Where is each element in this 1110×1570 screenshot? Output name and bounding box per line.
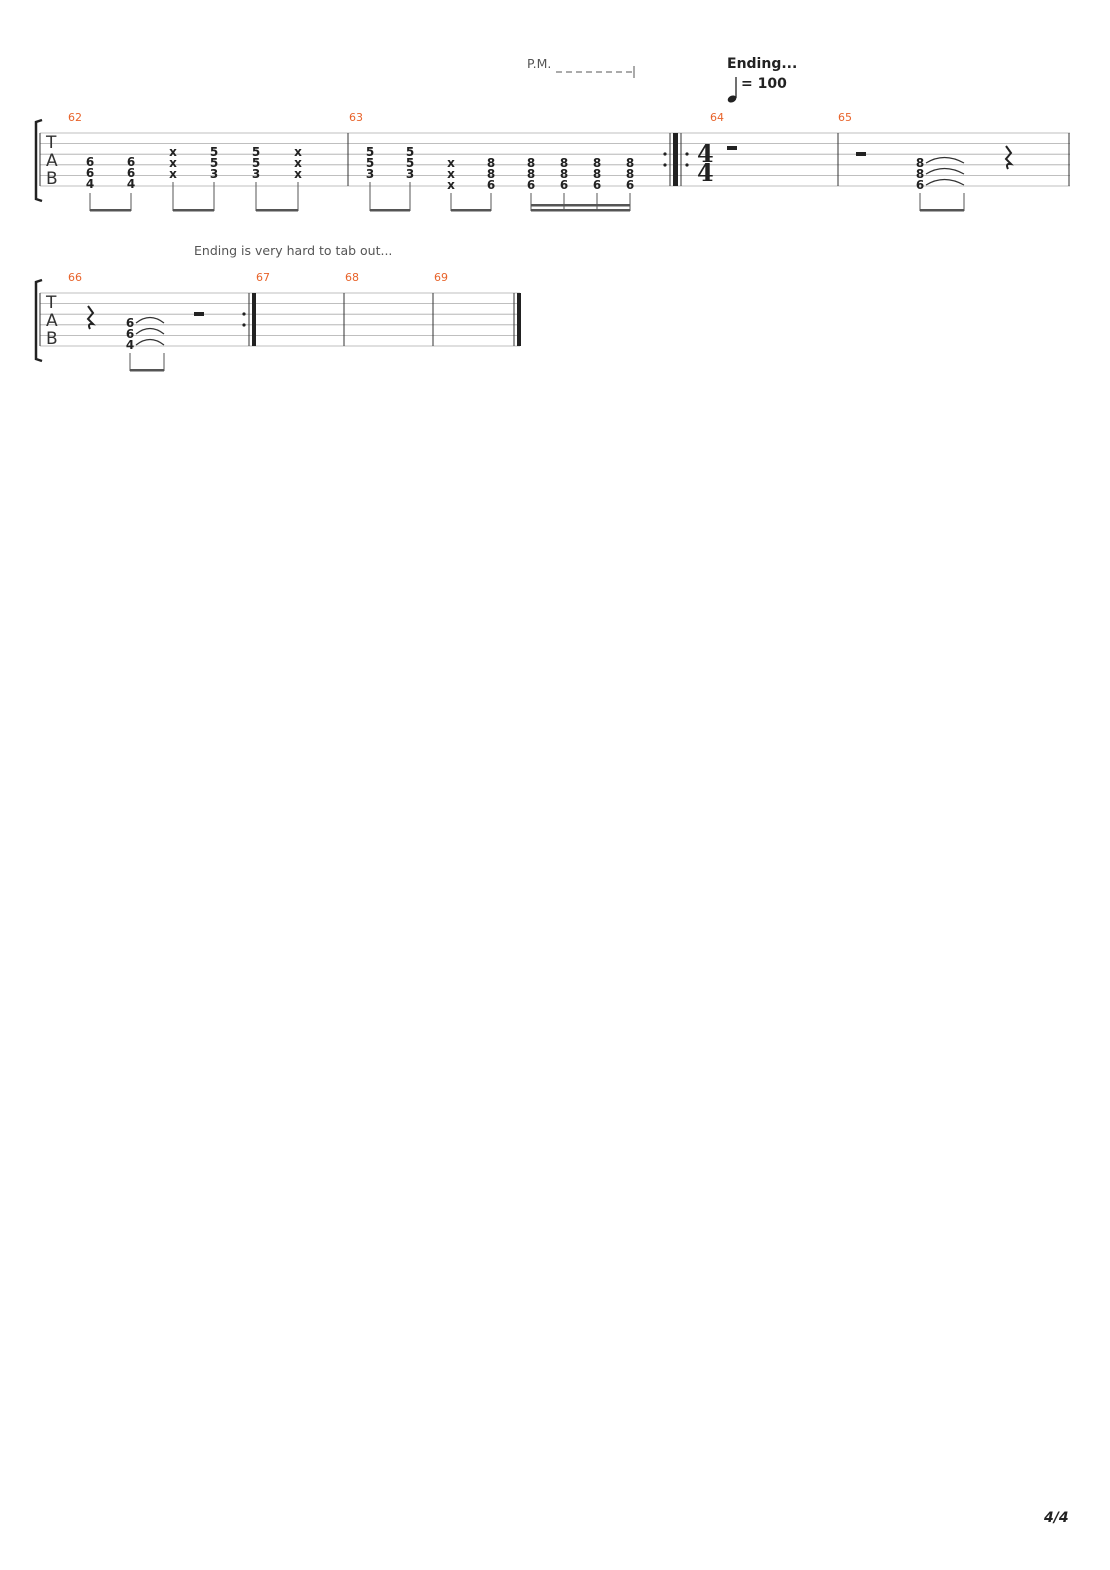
fret-number: 5 bbox=[252, 145, 260, 159]
fret-number: 3 bbox=[252, 167, 260, 181]
fret-number: x bbox=[447, 178, 455, 192]
palm-mute-label: P.M. bbox=[527, 56, 551, 71]
tie-arcs bbox=[135, 316, 165, 346]
fret-number: x bbox=[169, 156, 177, 170]
fret-number: 6 bbox=[527, 178, 535, 192]
rhythm-beams bbox=[89, 182, 299, 211]
fret-number: x bbox=[294, 145, 302, 159]
measure-62: 6 6 4 6 6 4 x x x 5 5 3 5 5 3 x x x bbox=[86, 145, 302, 212]
fret-number: 8 bbox=[593, 167, 601, 181]
system-bracket bbox=[34, 118, 43, 203]
fret-number: 6 bbox=[126, 316, 134, 330]
measure-number-66: 66 bbox=[68, 271, 82, 284]
tab-clef-b: B bbox=[46, 329, 58, 349]
half-rest-icon bbox=[856, 152, 866, 156]
fret-number: 3 bbox=[366, 167, 374, 181]
time-signature-top: 4 bbox=[697, 139, 714, 168]
repeat-end-barline bbox=[663, 133, 678, 186]
fret-number: 6 bbox=[126, 327, 134, 341]
system-bracket bbox=[34, 278, 43, 363]
quarter-note-icon bbox=[727, 77, 737, 103]
fret-number: x bbox=[294, 156, 302, 170]
fret-number: 4 bbox=[127, 177, 135, 191]
fret-number: 4 bbox=[86, 177, 94, 191]
tab-clef-a: A bbox=[46, 311, 58, 331]
fret-number: 5 bbox=[366, 145, 374, 159]
rhythm-beams bbox=[369, 182, 631, 211]
fret-number: 8 bbox=[916, 167, 924, 181]
fret-number: 8 bbox=[560, 167, 568, 181]
fret-number: 8 bbox=[487, 156, 495, 170]
fret-number: 4 bbox=[126, 338, 134, 352]
quarter-rest-icon bbox=[86, 305, 96, 330]
fret-number: 6 bbox=[487, 178, 495, 192]
measure-66: 6 6 4 bbox=[86, 305, 204, 372]
fret-number: 8 bbox=[487, 167, 495, 181]
half-rest-icon bbox=[194, 312, 204, 316]
quarter-rest-icon bbox=[1004, 145, 1014, 170]
measure-number-67: 67 bbox=[256, 271, 270, 284]
measure-number-64: 64 bbox=[710, 111, 724, 124]
system-1: T A B 62 63 64 65 P.M. Ending... = 100 bbox=[34, 56, 1070, 212]
fret-number: 6 bbox=[86, 166, 94, 180]
fret-number: 6 bbox=[127, 155, 135, 169]
fret-number: 8 bbox=[626, 156, 634, 170]
measure-number-63: 63 bbox=[349, 111, 363, 124]
fret-number: 3 bbox=[406, 167, 414, 181]
page-number: 4/4 bbox=[1043, 1510, 1069, 1526]
time-signature-bottom: 4 bbox=[697, 158, 714, 187]
fret-number: 6 bbox=[916, 178, 924, 192]
ending-note: Ending is very hard to tab out... bbox=[194, 243, 392, 258]
fret-number: 8 bbox=[916, 156, 924, 170]
tab-clef-a: A bbox=[46, 151, 58, 171]
fret-number: 6 bbox=[127, 166, 135, 180]
fret-number: 8 bbox=[527, 167, 535, 181]
fret-number: x bbox=[447, 167, 455, 181]
fret-number: 8 bbox=[527, 156, 535, 170]
measure-number-65: 65 bbox=[838, 111, 852, 124]
tab-clef-t: T bbox=[45, 293, 57, 313]
fret-number: x bbox=[169, 145, 177, 159]
section-title: Ending... bbox=[727, 56, 797, 72]
measure-number-69: 69 bbox=[434, 271, 448, 284]
measure-65: 8 8 6 bbox=[856, 145, 1014, 212]
fret-number: 6 bbox=[593, 178, 601, 192]
fret-number: 5 bbox=[210, 156, 218, 170]
repeat-end-barline bbox=[242, 293, 256, 346]
fret-number: 5 bbox=[366, 156, 374, 170]
tempo-marking: = 100 bbox=[741, 76, 787, 92]
half-rest-icon bbox=[727, 146, 737, 150]
fret-number: 5 bbox=[210, 145, 218, 159]
fret-number: 8 bbox=[560, 156, 568, 170]
fret-number: 8 bbox=[626, 167, 634, 181]
staff-lines bbox=[40, 292, 520, 347]
fret-number: 8 bbox=[593, 156, 601, 170]
fret-number: 5 bbox=[252, 156, 260, 170]
repeat-start-barline bbox=[680, 133, 689, 186]
fret-number: 3 bbox=[210, 167, 218, 181]
tab-clef-t: T bbox=[45, 133, 57, 153]
tie-arcs bbox=[925, 156, 965, 186]
measure-number-68: 68 bbox=[345, 271, 359, 284]
system-2: Ending is very hard to tab out... T A B … bbox=[34, 243, 521, 372]
fret-number: x bbox=[169, 167, 177, 181]
final-barline bbox=[513, 293, 521, 346]
fret-number: 5 bbox=[406, 156, 414, 170]
fret-number: x bbox=[294, 167, 302, 181]
fret-number: 6 bbox=[626, 178, 634, 192]
measure-63: 5 5 3 5 5 3 x x x 8 8 6 8 8 6 8 8 6 8 8 … bbox=[366, 145, 634, 212]
measure-number-62: 62 bbox=[68, 111, 82, 124]
fret-number: x bbox=[447, 156, 455, 170]
fret-number: 5 bbox=[406, 145, 414, 159]
tab-clef-b: B bbox=[46, 169, 58, 189]
staff-lines bbox=[40, 132, 1070, 187]
fret-number: 6 bbox=[86, 155, 94, 169]
fret-number: 6 bbox=[560, 178, 568, 192]
